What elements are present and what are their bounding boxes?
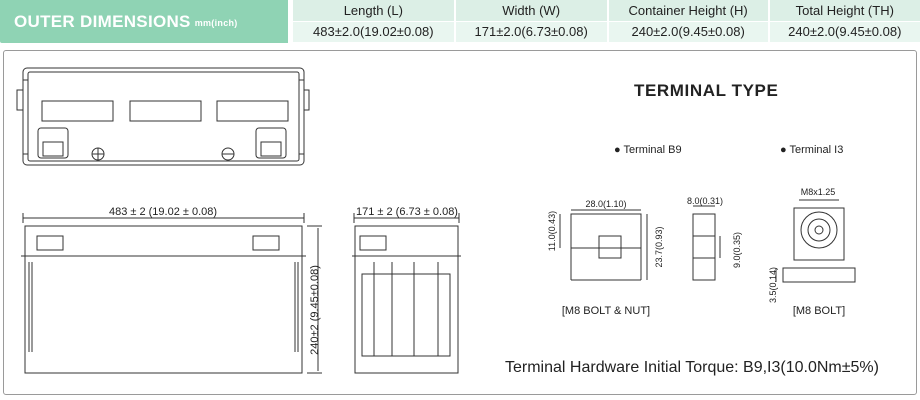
terminal-b9-label: ● Terminal B9 xyxy=(614,144,682,156)
terminal-b9-drawing xyxy=(559,205,721,281)
side-view-outline xyxy=(352,213,461,374)
b9-hole-dim: 9.0(0.35) xyxy=(732,232,742,268)
table-row: 483±2.0(19.02±0.08) 171±2.0(6.73±0.08) 2… xyxy=(293,21,920,43)
dimensions-table: Length (L) Width (W) Container Height (H… xyxy=(293,0,920,43)
b9-height-left-dim: 11.0(0.43) xyxy=(547,211,557,251)
b9-height-total-dim: 23.7(0.93) xyxy=(654,226,664,267)
drawing-frame xyxy=(3,50,917,395)
col-container-height: Container Height (H) xyxy=(608,0,770,22)
terminal-b9-text: Terminal B9 xyxy=(623,144,682,156)
col-length: Length (L) xyxy=(293,0,456,22)
bullet-icon: ● xyxy=(780,144,787,156)
terminal-i3-drawing xyxy=(775,199,856,283)
section-title: OUTER DIMENSIONS mm(inch) xyxy=(0,0,288,43)
table-header-row: Length (L) Width (W) Container Height (H… xyxy=(293,0,920,22)
b9-width-dim: 28.0(1.10) xyxy=(585,199,626,209)
unit-label: mm(inch) xyxy=(194,18,238,28)
width-dimension: 171 ± 2 (6.73 ± 0.08) xyxy=(356,206,458,218)
top-view-outline xyxy=(16,67,310,166)
terminal-i3-label: ● Terminal I3 xyxy=(780,144,843,156)
i3-caption: [M8 BOLT] xyxy=(793,305,845,317)
height-dimension: 240±2 (9.45±0.08) xyxy=(309,265,321,355)
val-container-height: 240±2.0(9.45±0.08) xyxy=(608,21,770,43)
val-width: 171±2.0(6.73±0.08) xyxy=(455,21,609,43)
val-length: 483±2.0(19.02±0.08) xyxy=(293,21,456,43)
col-width: Width (W) xyxy=(455,0,609,22)
i3-height-dim: 3.5(0.14) xyxy=(768,267,778,303)
bullet-icon: ● xyxy=(614,144,621,156)
front-view-outline xyxy=(21,213,322,374)
col-total-height: Total Height (TH) xyxy=(769,0,920,22)
i3-thread-dim: M8x1.25 xyxy=(801,187,836,197)
val-total-height: 240±2.0(9.45±0.08) xyxy=(769,21,920,43)
terminal-i3-text: Terminal I3 xyxy=(789,144,844,156)
length-dimension: 483 ± 2 (19.02 ± 0.08) xyxy=(109,206,217,218)
terminal-type-title: TERMINAL TYPE xyxy=(634,81,779,100)
b9-thickness-dim: 8.0(0.31) xyxy=(687,196,723,206)
section-title-text: OUTER DIMENSIONS xyxy=(14,11,191,31)
b9-caption: [M8 BOLT & NUT] xyxy=(562,305,650,317)
torque-note: Terminal Hardware Initial Torque: B9,I3(… xyxy=(505,359,879,376)
